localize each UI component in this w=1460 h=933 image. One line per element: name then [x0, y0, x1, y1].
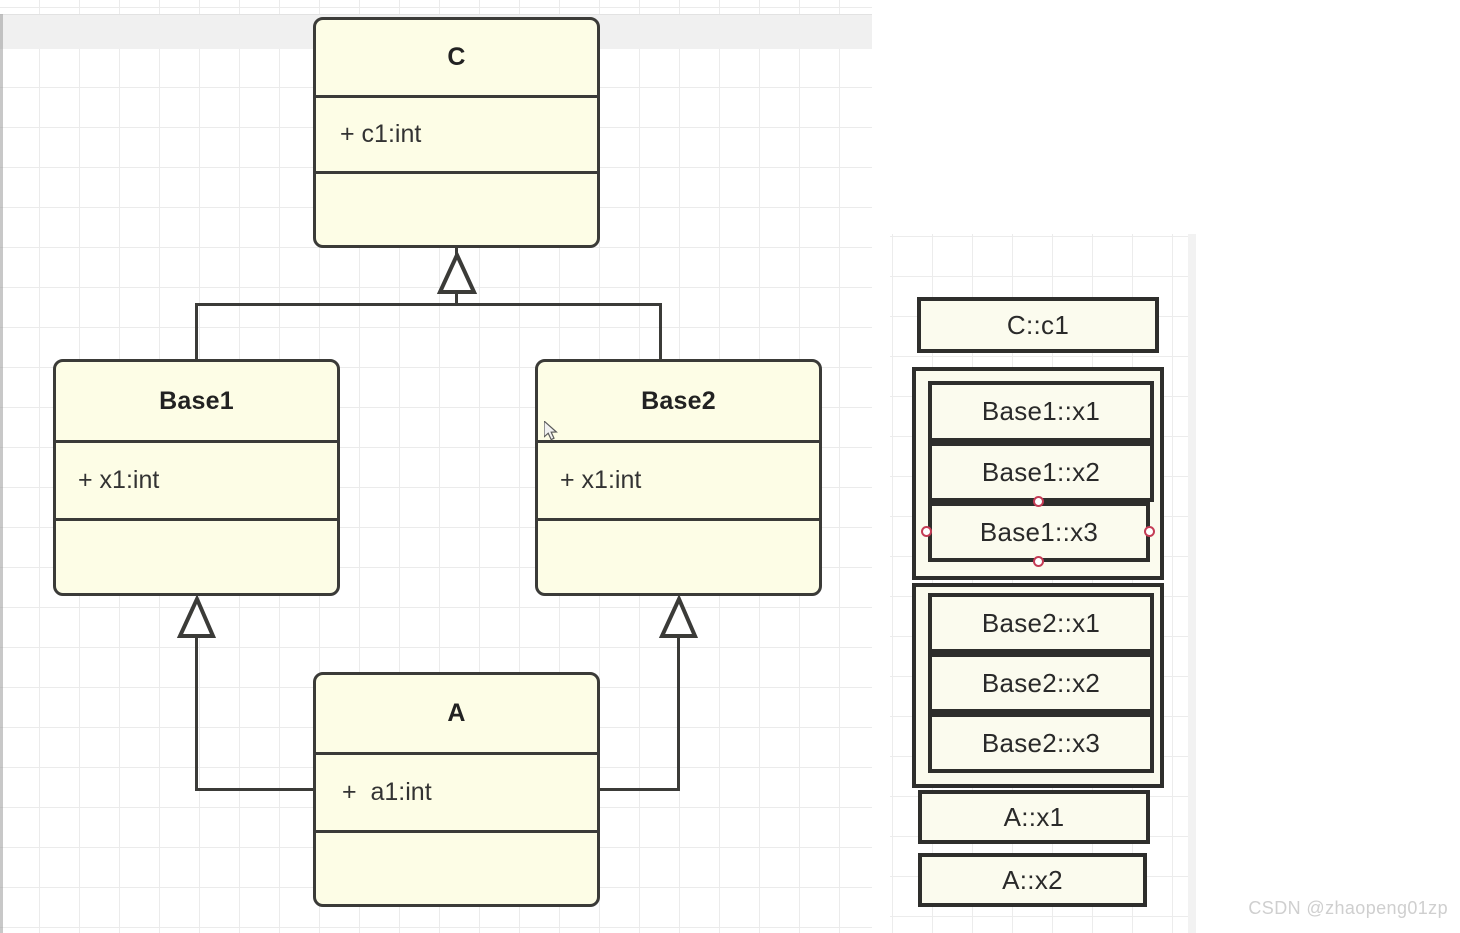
uml-class-a[interactable]: A + a1:int [313, 672, 600, 907]
class-base2-attribute-0: + x1:int [538, 440, 819, 518]
class-a-operations [316, 830, 597, 904]
connector-a-to-base1 [195, 636, 198, 791]
class-base2-name: Base2 [641, 386, 716, 415]
memory-cell-a-x1[interactable]: A::x1 [918, 790, 1150, 844]
class-c-attribute-0: + c1:int [316, 95, 597, 171]
memory-cell-base1-x3[interactable]: Base1::x3 [928, 502, 1150, 562]
memory-cell-c-c1[interactable]: C::c1 [917, 297, 1159, 353]
class-c-name: C [447, 43, 466, 71]
right-canvas-edge-band [1188, 234, 1196, 933]
generalization-arrowhead-base1 [176, 594, 217, 638]
connector-to-base2 [659, 303, 662, 361]
canvas-left-edge [0, 14, 3, 933]
connector-to-base1 [195, 303, 198, 361]
selection-handle-left[interactable] [921, 526, 932, 537]
connector-a-left-arm [195, 788, 317, 791]
class-base1-name: Base1 [159, 386, 234, 415]
connector-a-right-arm [597, 788, 680, 791]
selection-handle-right[interactable] [1144, 526, 1155, 537]
class-a-attribute-0: + a1:int [316, 752, 597, 830]
uml-class-base2[interactable]: Base2 + x1:int [535, 359, 822, 596]
generalization-arrowhead-c [436, 250, 478, 294]
class-base1-operations [56, 518, 337, 593]
connector-bases-bar [195, 303, 662, 306]
memory-cell-base2-x3[interactable]: Base2::x3 [928, 713, 1154, 773]
class-a-name: A [447, 699, 466, 727]
watermark-text: CSDN @zhaopeng01zp [1248, 898, 1448, 918]
memory-cell-base2-x1[interactable]: Base2::x1 [928, 593, 1154, 653]
class-base2-operations [538, 518, 819, 593]
class-c-operations [316, 171, 597, 245]
memory-layout-canvas[interactable]: C::c1 Base1::x1 Base1::x2 Base1::x3 Base… [890, 234, 1188, 933]
memory-cell-base1-x2[interactable]: Base1::x2 [928, 442, 1154, 502]
selection-handle-bottom[interactable] [1033, 556, 1044, 567]
class-base1-attribute-0: + x1:int [56, 440, 337, 518]
memory-cell-base1-x1[interactable]: Base1::x1 [928, 381, 1154, 442]
selection-handle-top[interactable] [1033, 496, 1044, 507]
memory-cell-base2-x2[interactable]: Base2::x2 [928, 653, 1154, 713]
connector-a-to-base2 [677, 636, 680, 791]
uml-class-c[interactable]: C + c1:int [313, 17, 600, 248]
uml-class-base1[interactable]: Base1 + x1:int [53, 359, 340, 596]
memory-cell-a-x2[interactable]: A::x2 [918, 853, 1147, 907]
class-diagram-canvas[interactable]: C + c1:int Base1 + x1:int Base2 + x1:int… [0, 0, 872, 933]
generalization-arrowhead-base2 [658, 594, 699, 638]
